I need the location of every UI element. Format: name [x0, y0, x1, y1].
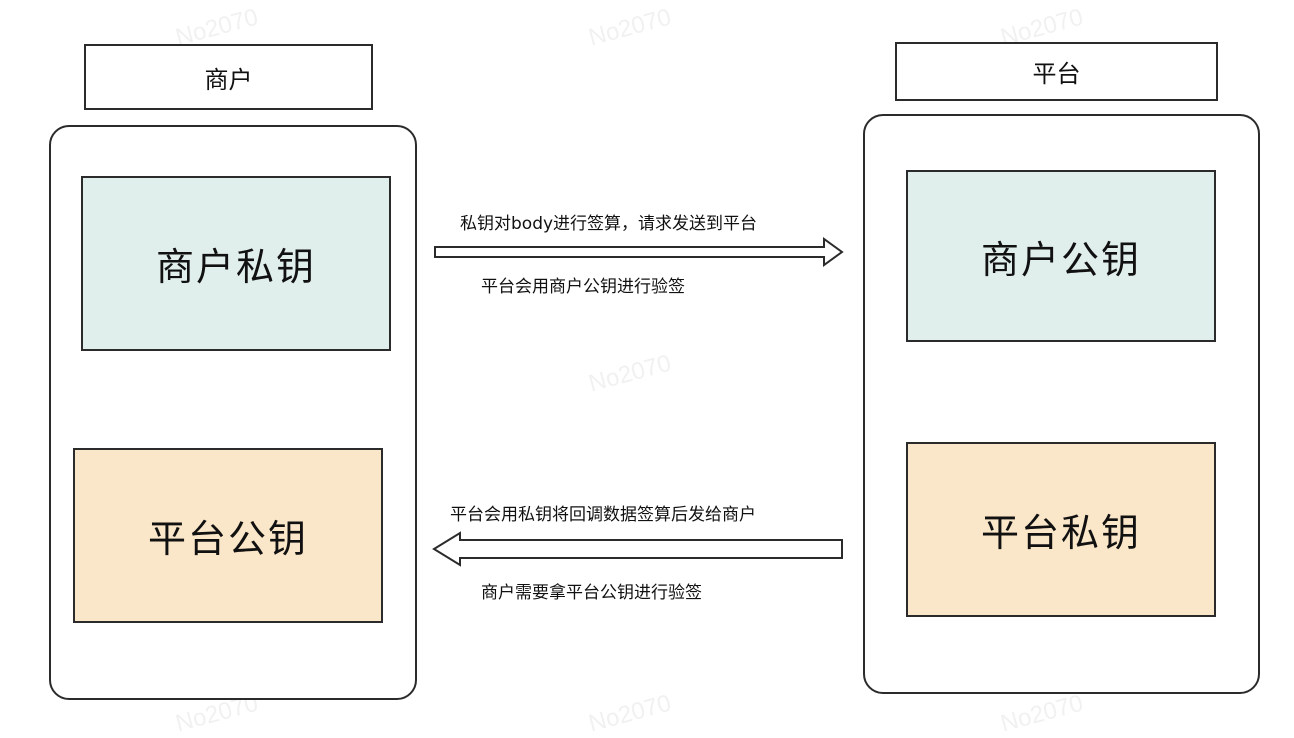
watermark: No2070	[585, 3, 675, 52]
platform-merchant-public-key-box: 商户公钥	[906, 170, 1216, 342]
platform-title-box: 平台	[895, 42, 1218, 101]
callback-arrow	[432, 531, 843, 567]
platform-private-key-box: 平台私钥	[906, 442, 1216, 617]
watermark: No2070	[997, 689, 1087, 738]
merchant-platform-public-key-label: 平台公钥	[147, 517, 308, 561]
watermark: No2070	[585, 349, 675, 398]
request-caption-top: 私钥对body进行签算，请求发送到平台	[460, 214, 758, 234]
callback-caption-top: 平台会用私钥将回调数据签算后发给商户	[450, 505, 756, 525]
merchant-platform-public-key-box: 平台公钥	[73, 448, 383, 623]
request-arrow	[434, 237, 844, 267]
platform-merchant-public-key-label: 商户公钥	[980, 237, 1141, 282]
request-caption-bottom: 平台会用商户公钥进行验签	[481, 277, 685, 297]
merchant-title: 商户	[204, 65, 253, 94]
merchant-title-box: 商户	[84, 44, 373, 110]
platform-private-key-label: 平台私钥	[980, 511, 1141, 555]
callback-caption-bottom: 商户需要拿平台公钥进行验签	[481, 583, 702, 603]
merchant-private-key-box: 商户私钥	[81, 176, 391, 351]
merchant-private-key-label: 商户私钥	[155, 245, 316, 289]
watermark: No2070	[585, 689, 675, 738]
platform-title: 平台	[1032, 60, 1081, 88]
